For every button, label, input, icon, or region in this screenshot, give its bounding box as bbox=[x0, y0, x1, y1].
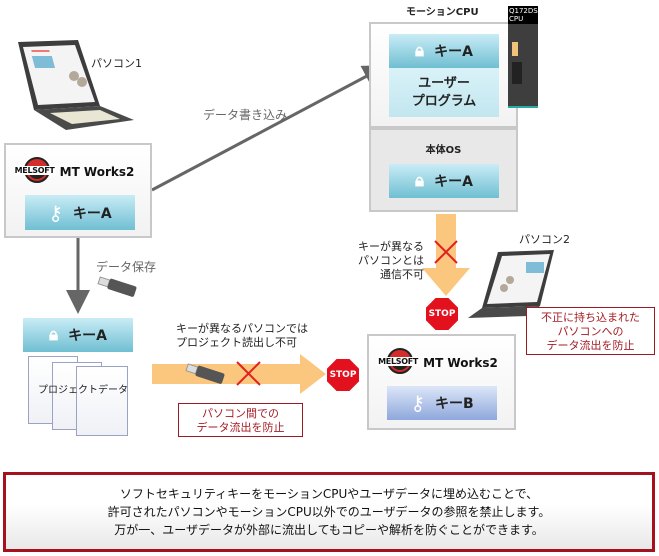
pc2-label: パソコン2 bbox=[519, 233, 570, 246]
usb-stick-icon bbox=[97, 276, 137, 297]
blocked-comm-note: キーが異なる パソコンとは 通信不可 bbox=[358, 240, 424, 281]
lock-icon: 🔒︎ bbox=[415, 41, 425, 61]
callout-unauthorized-pc: 不正に持ち込まれた パソコンへの データ流出を防止 bbox=[526, 307, 655, 355]
data-write-arrow bbox=[151, 65, 388, 192]
blocked-comm-arrow bbox=[422, 214, 470, 296]
product-name: MT Works2 bbox=[423, 356, 498, 370]
stop-sign-icon: STOP bbox=[327, 359, 359, 391]
cross-icon bbox=[236, 240, 458, 386]
blocked-read-note: キーが異なるパソコンでは プロジェクト読出し不可 bbox=[176, 322, 308, 349]
stop-sign-icon: STOP bbox=[426, 298, 458, 330]
melsoft-logo-icon: MELSOFT bbox=[13, 157, 56, 187]
melsoft-logo-icon: MELSOFT bbox=[377, 348, 420, 378]
key-a-badge: ⚷ キーA bbox=[25, 195, 135, 230]
project-key-a-badge: 🔒︎ キーA bbox=[23, 318, 133, 352]
mtworks-left-panel: MELSOFT MT Works2 ⚷ キーA bbox=[4, 143, 152, 238]
laptop-icon bbox=[18, 40, 134, 130]
product-name: MT Works2 bbox=[59, 165, 135, 179]
motion-cpu-title: モーションCPU bbox=[406, 7, 479, 18]
melsoft-header: MELSOFT MT Works2 bbox=[6, 157, 150, 187]
project-data-label: プロジェクトデータ bbox=[38, 385, 128, 396]
key-icon: ⚷ bbox=[48, 200, 63, 225]
lock-icon: 🔒︎ bbox=[49, 325, 59, 345]
pc1-label: パソコン1 bbox=[91, 57, 142, 70]
data-save-label: データ保存 bbox=[96, 260, 157, 274]
summary-line: 万が一、ユーザデータが外部に流出してもコピーや解析を防ぐことができます。 bbox=[114, 523, 544, 537]
blocked-read-arrow bbox=[152, 354, 326, 394]
summary-line: 許可されたパソコンやモーションCPU以外でのユーザデータの参照を禁止します。 bbox=[107, 505, 551, 519]
summary-box: ソフトセキュリティキーをモーションCPUやユーザデータに埋め込むことで、 許可さ… bbox=[3, 472, 655, 552]
os-label: 本体OS bbox=[425, 145, 462, 156]
key-a-os-badge: 🔒︎ キーA bbox=[389, 164, 499, 198]
callout-pc-to-pc: パソコン間での データ流出を防止 bbox=[178, 403, 303, 437]
os-panel: 本体OS 🔒︎ キーA bbox=[369, 128, 518, 212]
lock-icon: 🔒︎ bbox=[415, 171, 425, 191]
usb-stick-icon bbox=[185, 363, 225, 384]
summary-line: ソフトセキュリティキーをモーションCPUやユーザデータに埋め込むことで、 bbox=[119, 487, 539, 501]
data-write-label: データ書き込み bbox=[203, 108, 288, 122]
document-icon bbox=[76, 366, 128, 436]
melsoft-header: MELSOFT MT Works2 bbox=[369, 348, 514, 378]
user-program-block: ユーザー プログラム bbox=[389, 68, 499, 117]
key-icon: ⚷ bbox=[410, 391, 425, 415]
mtworks-right-panel: MELSOFT MT Works2 ⚷ キーB bbox=[367, 334, 516, 430]
motion-cpu-panel: 🔒︎ キーA ユーザー プログラム bbox=[369, 22, 518, 128]
laptop-icon bbox=[468, 250, 554, 318]
key-a-lock-badge: 🔒︎ キーA bbox=[389, 34, 499, 68]
key-b-badge: ⚷ キーB bbox=[387, 386, 497, 420]
